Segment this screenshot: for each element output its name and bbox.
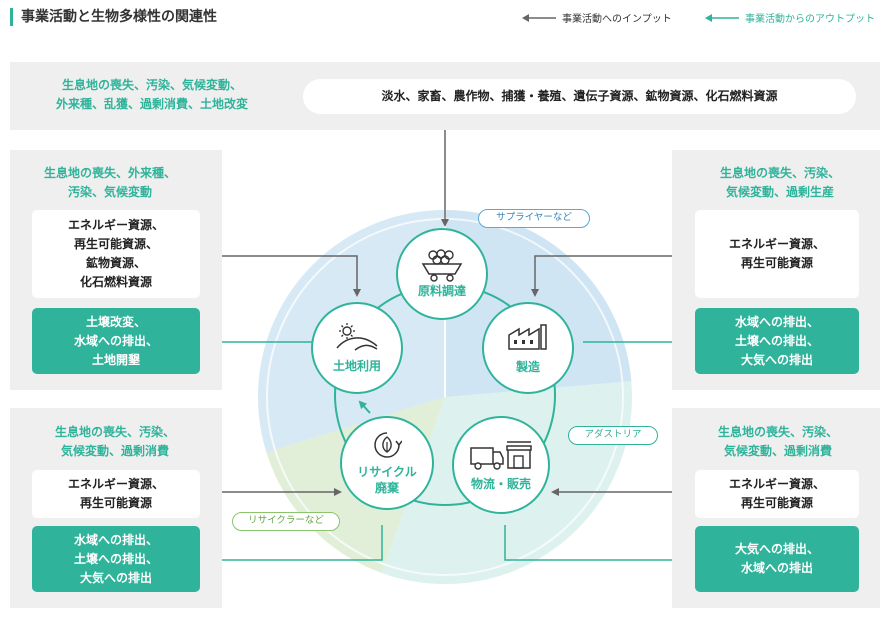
risk-line: 気候変動、過剰消費 (723, 444, 832, 458)
input-line: 鉱物資源、 (85, 256, 146, 270)
stage-land-use: 土地利用 (311, 302, 403, 394)
legend-input-label: 事業活動へのインプット (562, 14, 672, 25)
left-upper-inputs: エネルギー資源、 再生可能資源、 鉱物資源、 化石燃料資源 (32, 210, 200, 298)
output-line: 大気への排出 (79, 570, 152, 585)
risk-line: 生息地の喪失、外来種、 (43, 166, 176, 180)
input-line: エネルギー資源、 (67, 218, 164, 232)
stage-manufacturing: 製造 (482, 302, 574, 394)
stage-label-line: 廃棄 (374, 481, 399, 495)
legend-output: 事業活動からのアウトプット (705, 10, 875, 25)
top-inputs: 淡水、家畜、農作物、捕獲・養殖、遺伝子資源、鉱物資源、化石燃料資源 (303, 79, 856, 114)
input-line: 再生可能資源、 (73, 237, 158, 251)
stage-label-line: リサイクル (357, 465, 417, 479)
truck-store-icon (470, 441, 532, 470)
risk-line: 外来種、乱獲、過剰消費、土地改変 (55, 97, 248, 111)
input-line: エネルギー資源、 (67, 477, 164, 491)
left-upper-outputs: 土壌改変、 水域への排出、 土地開墾 (32, 308, 200, 374)
right-upper-risks: 生息地の喪失、汚染、 気候変動、過剰生産 (680, 164, 880, 202)
left-lower-inputs: エネルギー資源、 再生可能資源 (32, 470, 200, 518)
input-line: エネルギー資源、 (728, 237, 825, 251)
output-line: 大気への排出 (740, 352, 813, 367)
right-upper-outputs: 水域への排出、 土壌への排出、 大気への排出 (695, 308, 859, 374)
tag-adastria: アダストリア (568, 426, 658, 445)
left-lower-risks: 生息地の喪失、汚染、 気候変動、過剰消費 (10, 423, 220, 461)
right-lower-outputs: 大気への排出、 水域への排出 (695, 526, 859, 592)
output-line: 土壌への排出、 (73, 551, 158, 566)
output-line: 水域への排出、 (73, 333, 158, 348)
page-title: 事業活動と生物多様性の関連性 (10, 8, 217, 26)
input-arrow-icon (522, 13, 556, 22)
left-lower-outputs: 水域への排出、 土壌への排出、 大気への排出 (32, 526, 200, 592)
risk-line: 気候変動、過剰生産 (725, 185, 834, 199)
stage-label: リサイクル 廃棄 (357, 464, 416, 496)
stage-recycle-disposal: リサイクル 廃棄 (340, 416, 434, 510)
left-upper-risks: 生息地の喪失、外来種、 汚染、気候変動 (10, 164, 210, 202)
right-lower-risks: 生息地の喪失、汚染、 気候変動、過剰消費 (676, 423, 880, 461)
output-line: 水域への排出、 (734, 314, 819, 329)
arrow-output-right-lower (504, 525, 690, 564)
recycle-leaf-icon (374, 432, 402, 458)
output-line: 土壌改変、 (85, 314, 146, 329)
output-line: 水域への排出、 (73, 532, 158, 547)
output-line: 土壌への排出、 (734, 333, 819, 348)
stage-label: 物流・販売 (470, 477, 531, 491)
risk-line: 生息地の喪失、汚染、 (54, 425, 175, 439)
input-line: 化石燃料資源 (79, 275, 152, 289)
mining-cart-icon (421, 249, 463, 282)
input-line: 再生可能資源 (740, 496, 813, 510)
stage-logistics-sales: 物流・販売 (452, 416, 550, 514)
risk-line: 生息地の喪失、汚染、 (717, 425, 838, 439)
output-arrow-icon (705, 13, 739, 22)
risk-line: 生息地の喪失、汚染、 (719, 166, 840, 180)
input-text: 淡水、家畜、農作物、捕獲・養殖、遺伝子資源、鉱物資源、化石燃料資源 (381, 89, 778, 103)
stage-label: 製造 (515, 360, 540, 374)
input-line: エネルギー資源、 (728, 477, 825, 491)
right-lower-inputs: エネルギー資源、 再生可能資源 (695, 470, 859, 518)
risk-line: 気候変動、過剰消費 (60, 444, 169, 458)
legend-input: 事業活動へのインプット (522, 10, 672, 25)
factory-icon (508, 324, 547, 350)
right-upper-inputs: エネルギー資源、 再生可能資源 (695, 210, 859, 298)
input-line: 再生可能資源 (740, 256, 813, 270)
arrow-output-left-lower (206, 525, 383, 564)
stage-raw-material: 原料調達 (396, 228, 488, 320)
output-line: 土地開墾 (91, 352, 140, 367)
input-line: 再生可能資源 (79, 496, 152, 510)
arrow-input-left-upper (200, 255, 361, 297)
top-risks: 生息地の喪失、汚染、気候変動、 外来種、乱獲、過剰消費、土地改変 (18, 76, 286, 114)
tag-suppliers: サプライヤーなど (478, 209, 590, 228)
output-line: 水域への排出 (740, 561, 813, 575)
risk-line: 汚染、気候変動 (67, 185, 152, 199)
tag-recyclers: リサイクラーなど (232, 512, 340, 531)
arrow-input-right-upper (531, 255, 695, 297)
stage-label: 土地利用 (332, 359, 381, 373)
output-line: 大気への排出、 (734, 542, 819, 556)
sun-hill-icon (336, 323, 378, 351)
stage-label: 原料調達 (417, 284, 466, 298)
risk-line: 生息地の喪失、汚染、気候変動、 (61, 78, 242, 92)
legend-output-label: 事業活動からのアウトプット (745, 14, 875, 25)
